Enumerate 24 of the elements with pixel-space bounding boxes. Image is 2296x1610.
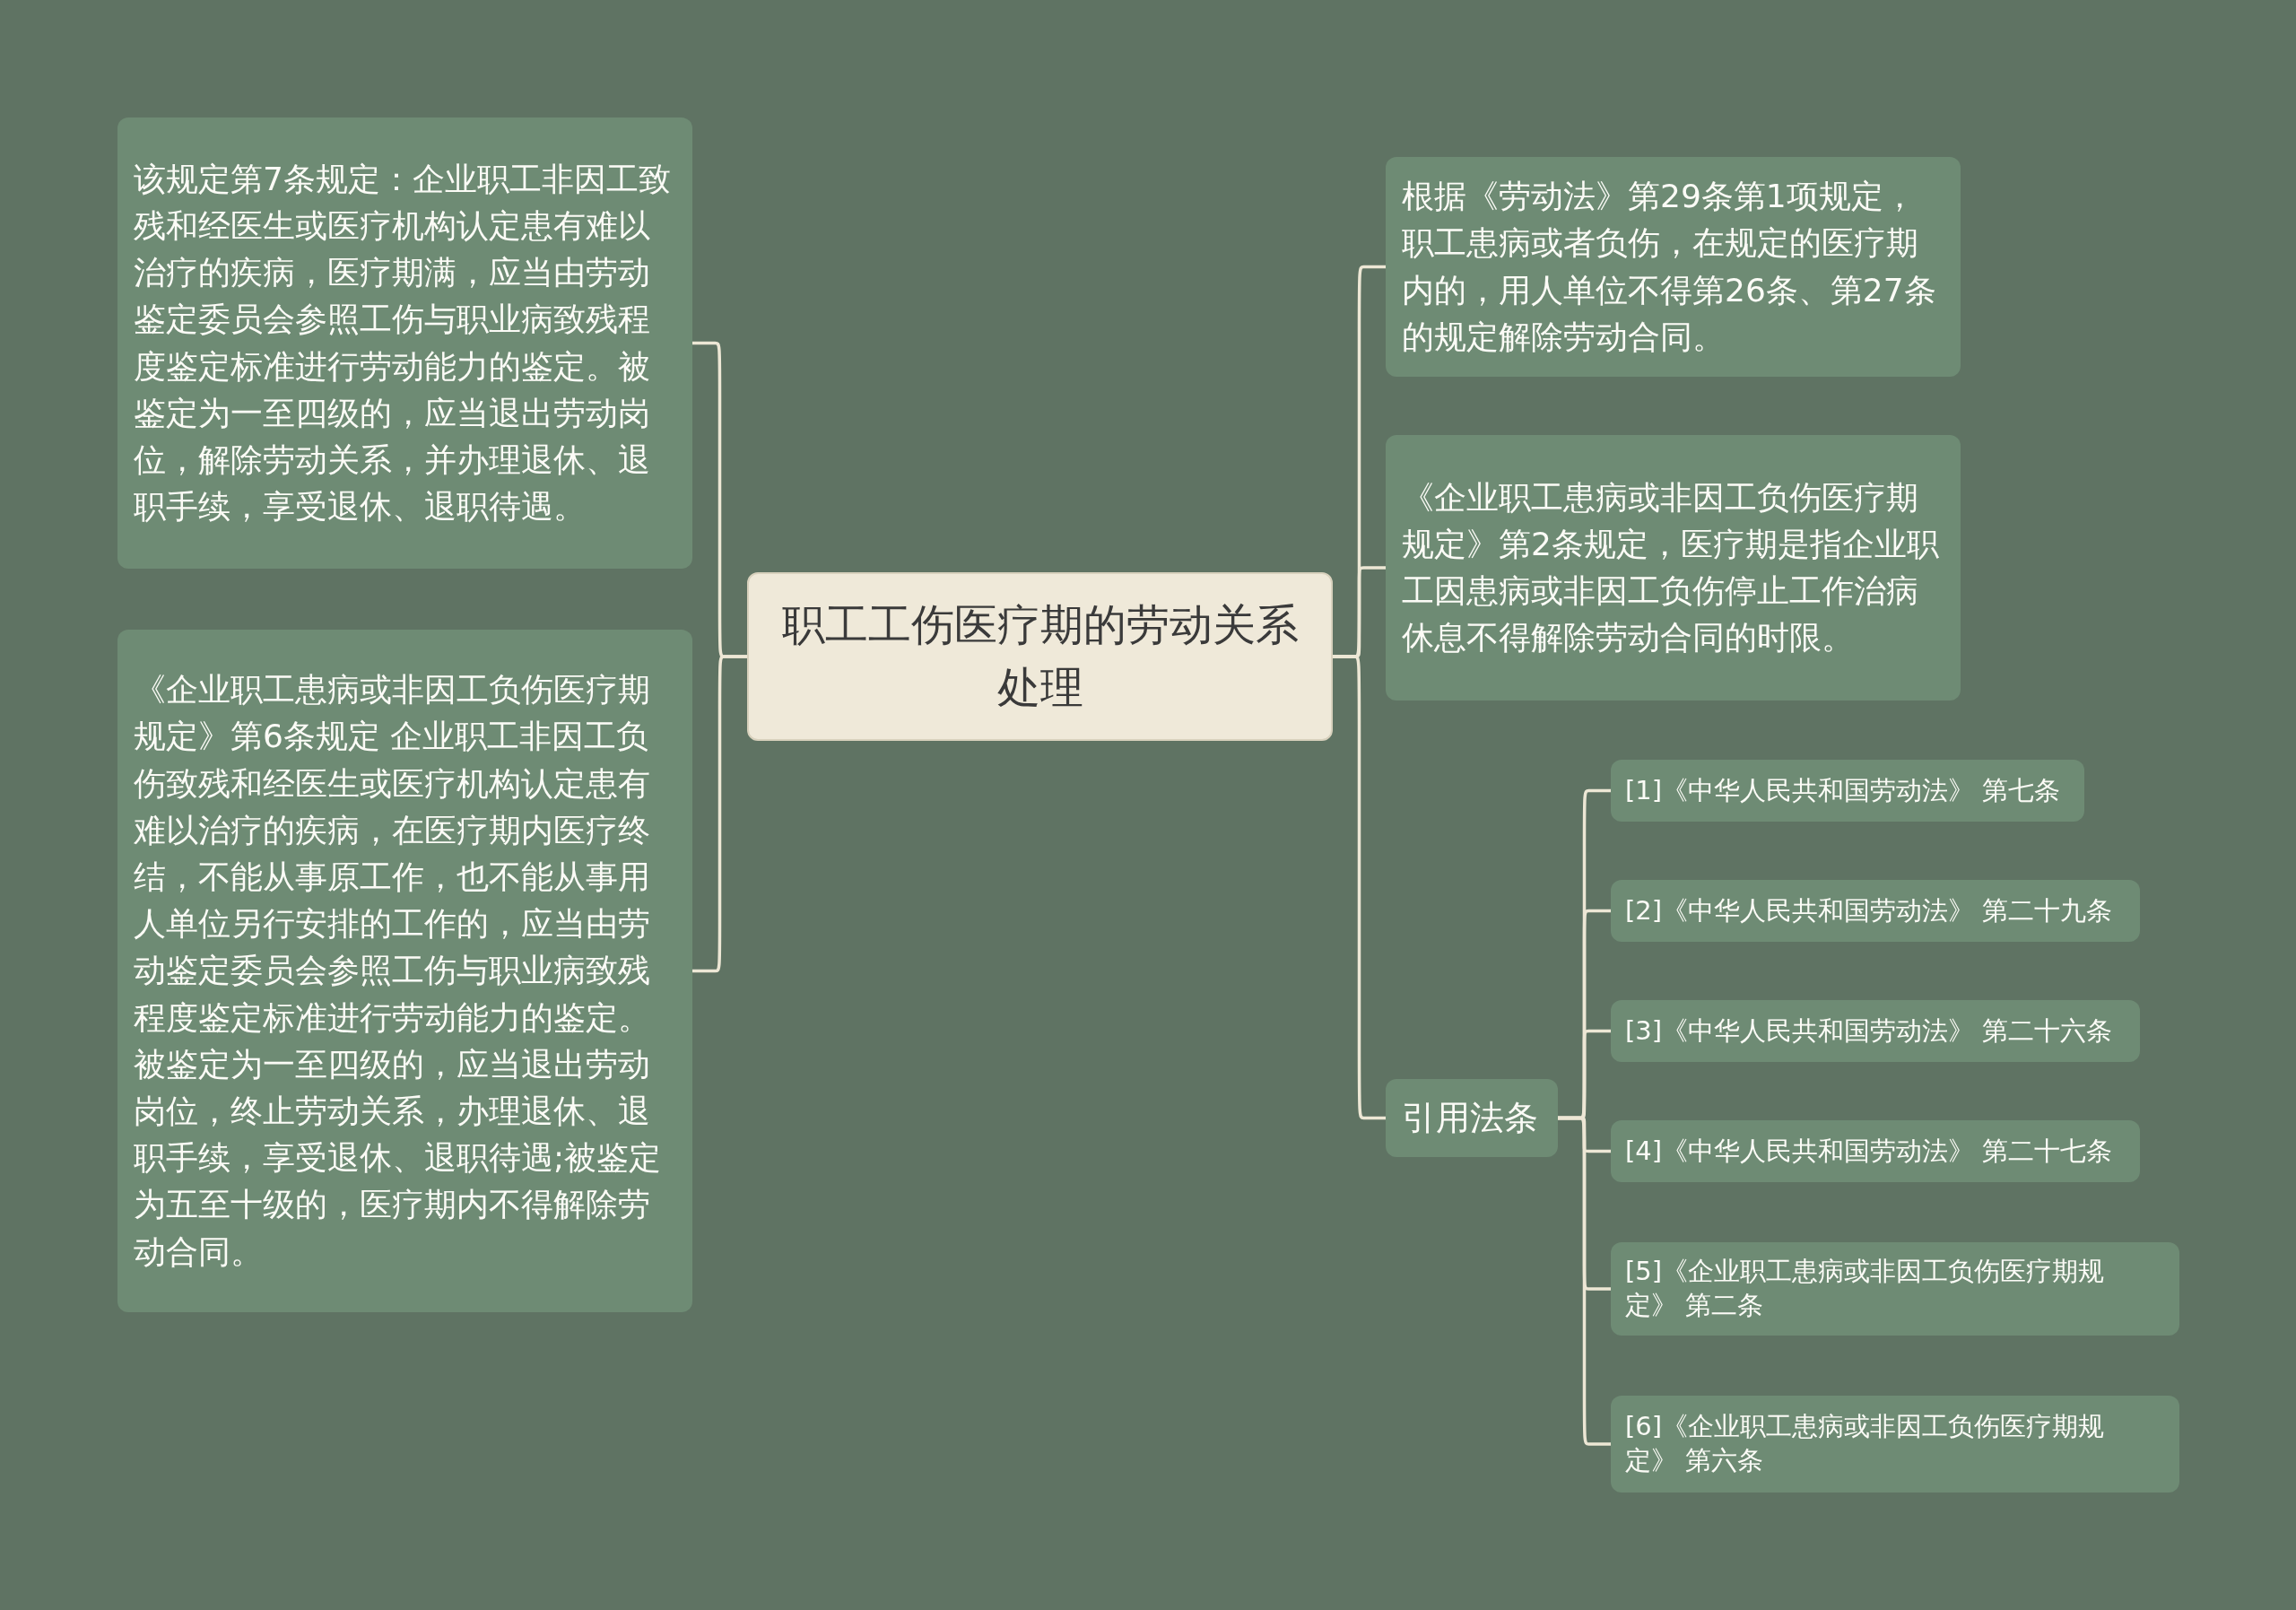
topic-box [1611,1396,2179,1493]
topic-box [1386,157,1961,377]
topic-box [1386,1079,1558,1157]
topic-text: 引用法条 [1402,1096,1538,1139]
central-topic-box [747,572,1333,741]
central-topic-text: 职工工伤医疗期的劳动关系处理 [780,598,1300,714]
topic-text: 根据《劳动法》第29条第1项规定，职工患病或者负伤，在规定的医疗期内的，用人单位不得第26条、第27条的规定解除劳动合同。 [1402,177,1937,357]
topic-box [117,117,692,569]
topic-text: [6]《企业职工患病或非因工负伤医疗期规定》 第六条 [1625,1410,2106,1477]
topic-box [1611,1242,2179,1336]
topic-text: [2]《中华人民共和国劳动法》 第二十九条 [1625,893,2113,927]
topic-text: 《企业职工患病或非因工负伤医疗期规定》第2条规定，医疗期是指企业职工因患病或非因工负伤停止工作治病休息不得解除劳动合同的时限。 [1402,477,1940,658]
topic-box [1386,435,1961,701]
topic-box [1611,760,2084,822]
topic-box [117,630,692,1312]
topic-box [1611,1120,2140,1182]
topic-box [1611,880,2140,942]
topic-text: 该规定第7条规定：企业职工非因工致残和经医生或医疗机构认定患有难以治疗的疾病，医疗期满，应当由劳动鉴定委员会参照工伤与职业病致残程度鉴定标准进行劳动能力的鉴定。被鉴定为一至四级的，应当退出劳动岗位，解除劳动关系，并办理退休、退职手续，享受退休、退职待遇。 [134,159,672,527]
topic-text: [4]《中华人民共和国劳动法》 第二十七条 [1625,1134,2113,1168]
topic-text: [3]《中华人民共和国劳动法》 第二十六条 [1625,1014,2113,1048]
topic-text: 《企业职工患病或非因工负伤医疗期规定》第6条规定 企业职工非因工负伤致残和经医生或医疗机构认定患有难以治疗的疾病，在医疗期内医疗终结，不能从事原工作，也不能从事用人单位另行安排的工作的，应当由劳动鉴定委员会参照工伤与职业病致残程度鉴定标准进行劳动能力的鉴定。被鉴定为一至四级的，应当退出劳动岗位，终止劳动关系，办理退休、退职手续，享受退休、退职待遇;被鉴定为五至十级的，医疗期内不得解除劳动合同。 [134,670,663,1272]
topic-text: [1]《中华人民共和国劳动法》 第七条 [1625,773,2061,807]
topic-text: [5]《企业职工患病或非因工负伤医疗期规定》 第二条 [1625,1255,2106,1322]
topic-box [1611,1000,2140,1062]
